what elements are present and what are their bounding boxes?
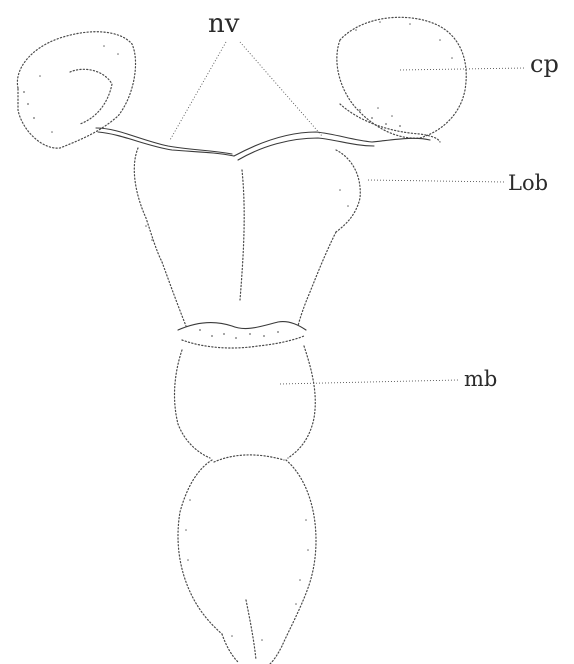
lower-segment-top [214,455,284,462]
tail-left [222,634,238,662]
left-lobe-outline [134,148,162,262]
tail-right [270,646,282,664]
lower-segment-left [178,460,222,634]
cp-label: cp [530,50,559,78]
nv-leader-left [170,42,226,140]
right-cap-lower [340,104,440,142]
right-nerve-2 [238,138,374,160]
nv-label: nv [208,9,240,39]
upper-trunk-left [162,262,186,326]
upper-constriction-2 [182,336,304,348]
upper-trunk-right [298,232,336,326]
right-nerve [234,132,430,156]
lob-leader [368,180,504,182]
tail-inner [246,600,256,660]
nv-leader-right [240,42,322,136]
upper-constriction [178,322,306,330]
right-lobe-outline [336,150,360,232]
mb-label: mb [464,367,497,391]
lower-segment-right [282,460,316,646]
lob-label: Lob [508,171,548,195]
midline [240,170,244,300]
left-nerve [96,128,232,154]
left-nerve-2 [98,132,234,156]
mb-outline-left [175,350,210,458]
left-cap-inner [70,69,112,124]
right-cap-outline [337,17,466,138]
mb-outline-right [288,346,315,458]
mb-leader [280,380,458,384]
stipple-shading [23,21,453,641]
cp-leader [400,68,524,70]
